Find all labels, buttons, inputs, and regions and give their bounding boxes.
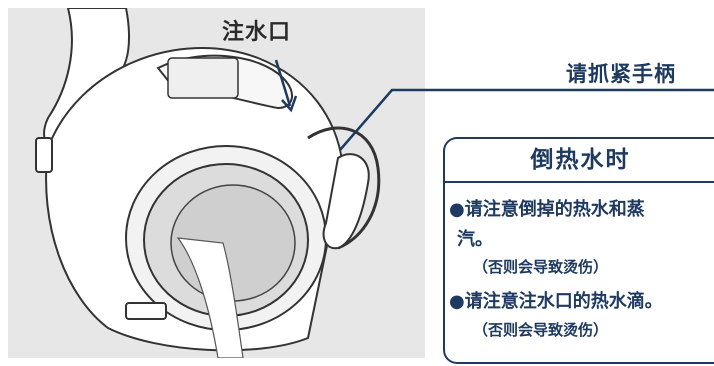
illustration-panel (8, 8, 425, 358)
grip-handle-label: 请抓紧手柄 (566, 62, 676, 86)
warning-item-1-continuation: 汽。 (457, 229, 493, 250)
pot-illustration (35, 8, 381, 358)
warning-item-2: ●请注意注水口的热水滴。 (449, 291, 663, 312)
warning-item-1-note: （否则会导致烫伤） (473, 258, 609, 276)
warning-divider (445, 181, 714, 183)
warning-item-1: ●请注意倒掉的热水和蒸 (449, 199, 645, 220)
warning-item-2-note: （否则会导致烫伤） (473, 321, 609, 339)
warning-title: 倒热水时 (530, 147, 631, 173)
warning-box: 倒热水时 ●请注意倒掉的热水和蒸 汽。 （否则会导致烫伤） ●请注意注水口的热水… (443, 137, 714, 364)
water-inlet-label: 注水口 (222, 20, 292, 45)
